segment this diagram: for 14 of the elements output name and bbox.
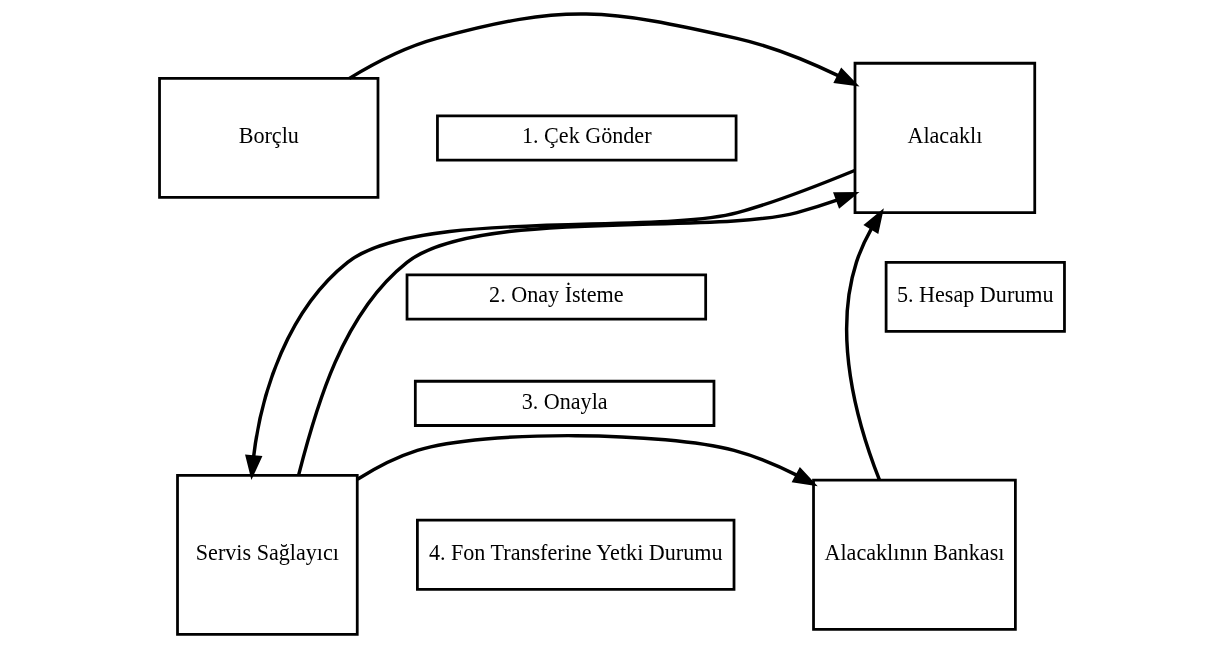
arrow: [347, 12, 860, 87]
node-box: Borçlu: [157, 77, 379, 199]
node-box: 4. Fon Transferine Yetki Durumu: [415, 518, 735, 591]
node-box: 1. Çek Gönder: [435, 114, 737, 162]
node-box: 5. Hesap Durumu: [884, 260, 1066, 333]
arrow: [356, 433, 818, 487]
node-box: 2. Onay İsteme: [405, 273, 707, 321]
arrow: [244, 168, 855, 481]
node-box: 3. Onayla: [413, 379, 715, 427]
arrow: [844, 208, 884, 481]
arrow: [296, 191, 859, 476]
node-box: Servis Sağlayıcı: [175, 473, 359, 636]
node-box: Alacaklının Bankası: [811, 478, 1017, 631]
node-box: Alacaklı: [853, 61, 1036, 214]
